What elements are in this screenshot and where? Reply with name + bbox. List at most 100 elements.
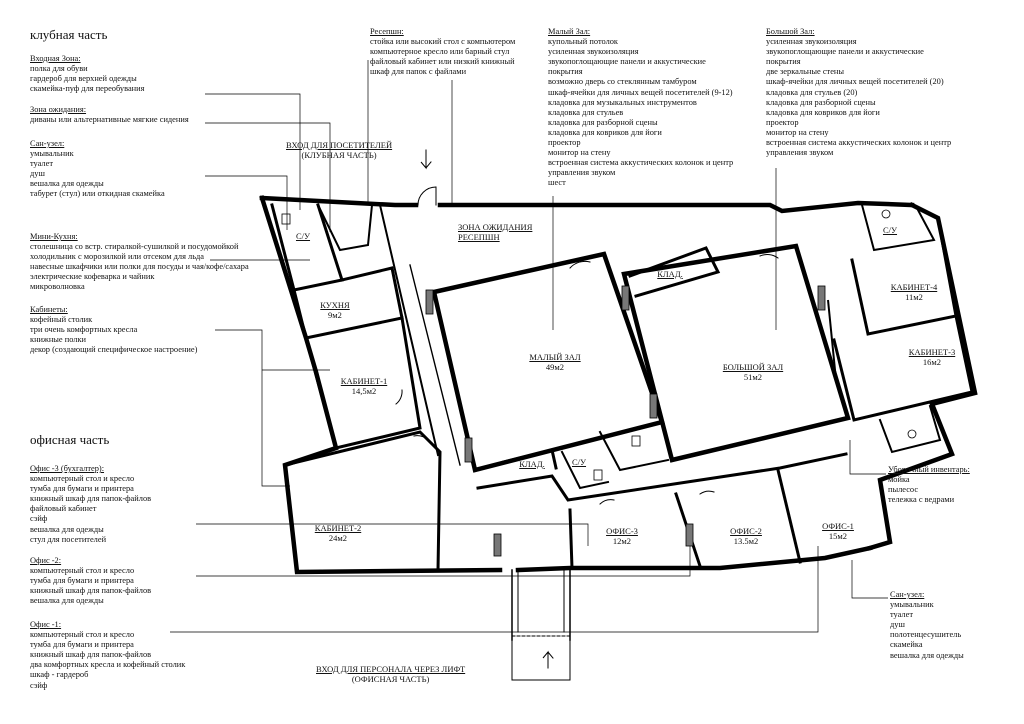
room-name: МАЛЫЙ ЗАЛ: [529, 352, 581, 362]
wc-fixture-5: [631, 435, 641, 447]
corridor-line-2: [409, 264, 461, 466]
legend-item: проектор: [548, 138, 581, 148]
club-part-heading: клубная часть: [30, 27, 108, 42]
room-office-2: ОФИС-2 13.5м2: [730, 526, 762, 546]
legend-item: шкаф-ячейки для личных вещей посетителей…: [548, 87, 733, 97]
legend-office3: Офис -3 (бухгалтер): компьютерный стол и…: [30, 464, 151, 545]
room-name: КАБИНЕТ-2: [314, 523, 362, 533]
leader-office2: [196, 546, 691, 577]
panel-big-1: [621, 285, 630, 311]
room-kitchen: КУХНЯ 9м2: [320, 300, 349, 320]
office-top-wall: [476, 452, 848, 502]
legend-item: компьютерное кресло или барный стул: [370, 47, 510, 57]
legend-item: компьютерный стол и кресло: [30, 474, 135, 484]
legend-item: полка для обуви: [30, 64, 88, 74]
legend-item: книжный шкаф для папок-файлов: [30, 494, 152, 504]
room-name: С/У: [882, 225, 898, 235]
room-name: С/У: [295, 231, 311, 241]
legend-reception: Ресепшн: стойка или высокий стол с компь…: [370, 27, 515, 77]
legend-cleaning: Уборочный инвентарь: мойка пылесос тележ…: [888, 465, 970, 505]
room-area: 15м2: [828, 531, 848, 541]
legend-waiting: Зона ожидания: диваны или альтернативные…: [30, 105, 189, 125]
legend-item: тумба для бумаги и принтера: [30, 484, 134, 494]
note-subtext: (КЛУБНАЯ ЧАСТЬ): [301, 150, 377, 160]
leader-cabinets: [215, 329, 290, 487]
cabinet2-wall: [283, 430, 442, 572]
wc-fixture-4: [593, 469, 603, 481]
legend-item: тумба для бумаги и принтера: [30, 640, 134, 650]
panel-small-3: [649, 393, 658, 419]
room-wc-office: С/У: [572, 457, 586, 467]
legend-item: компьютерный стол и кресло: [30, 566, 135, 576]
lift-box: [511, 639, 571, 681]
legend-item: вешалка для одежды: [30, 179, 104, 189]
outer-wall-top: [259, 195, 419, 208]
legend-title: Офис -3 (бухгалтер):: [30, 464, 105, 473]
legend-item: туалет: [30, 159, 53, 169]
legend-item: кладовка для разборной сцены: [548, 117, 658, 127]
legend-item: стойка или высокий стол с компьютером: [370, 37, 516, 47]
legend-item: умывальник: [30, 149, 74, 159]
leader-office3: [196, 523, 589, 546]
legend-item: шкаф-ячейки для личных вещей посетителей…: [766, 77, 944, 87]
legend-item: кладовка для стульев: [548, 107, 624, 117]
legend-entrance: Входная Зона: полка для обуви гардероб д…: [30, 54, 145, 94]
room-area: 16м2: [922, 357, 942, 367]
room-name: КАБИНЕТ-4: [890, 282, 938, 292]
legend-title: Малый Зал:: [548, 27, 591, 36]
room-cabinet-1: КАБИНЕТ-1 14,5м2: [341, 376, 387, 396]
legend-item: сэйф: [30, 514, 48, 524]
wc-fixture-3: [907, 429, 917, 439]
legend-item: декор (создающий специфическое настроени…: [30, 345, 198, 355]
legend-item: гардероб для верхней одежды: [30, 74, 137, 84]
legend-wc-club: Сан-узел: умывальник туалет душ вешалка …: [30, 139, 165, 200]
legend-wc-office: Сан-узел: умывальник туалет душ полотенц…: [890, 590, 964, 661]
legend-item: сэйф: [30, 680, 48, 690]
legend-item: туалет: [890, 610, 913, 620]
legend-item: мойка: [888, 475, 910, 485]
room-office-3: ОФИС-3 12м2: [606, 526, 638, 546]
legend-office1: Офис -1: компьютерный стол и кресло тумб…: [30, 620, 185, 691]
note-text: ВХОД ДЛЯ ПОСЕТИТЕЛЕЙ: [286, 140, 393, 150]
legend-item: стул для посетителей: [30, 534, 107, 544]
wc-club-wall: [270, 203, 344, 292]
legend-item: шкаф - гардероб: [30, 670, 89, 680]
legend-item: две зеркальные стены: [766, 67, 845, 77]
room-wc-right: С/У: [883, 225, 897, 235]
room-cabinet-3: КАБИНЕТ-3 16м2: [909, 347, 955, 367]
visitor-entry-arrow: [420, 149, 432, 170]
cabinet1-wall: [304, 316, 422, 450]
legend-item: кладовка для ковриков для йоги: [548, 127, 662, 137]
corridor-line-1: [378, 203, 440, 457]
door-cab2: [413, 435, 431, 443]
wc-right-2: [878, 404, 942, 454]
legend-item: покрытия: [548, 67, 583, 77]
wc-fixture-1: [281, 213, 291, 225]
mirror-wall: [827, 299, 837, 381]
note-text: ВХОД ДЛЯ ПЕРСОНАЛА ЧЕРЕЗ ЛИФТ: [316, 664, 466, 674]
legend-item: вешалка для одежды: [30, 524, 104, 534]
legend-title: Сан-узел:: [890, 590, 925, 599]
room-name: ОФИС-2: [730, 526, 762, 536]
legend-item: возможно дверь со стеклянным тамбуром: [548, 77, 697, 87]
room-area: 12м2: [612, 536, 632, 546]
legend-item: полотенцесушитель: [890, 630, 962, 640]
room-office-1: ОФИС-1 15м2: [822, 521, 854, 541]
legend-title: Сан-узел:: [30, 139, 65, 148]
legend-item: вешалка для одежды: [30, 596, 104, 606]
room-name: КУХНЯ: [320, 300, 350, 310]
legend-item: кладовка для ковриков для йоги: [766, 107, 880, 117]
door-big-hall: [759, 253, 779, 259]
waiting-zone-label: ЗОНА ОЖИДАНИЯ РЕСЕПШН: [458, 222, 532, 242]
room-cabinet-4: КАБИНЕТ-4 11м2: [891, 282, 937, 302]
klad-small-wall: [502, 448, 558, 470]
note-subtext: (ОФИСНАЯ ЧАСТЬ): [351, 674, 430, 684]
legend-item: монитор на стену: [548, 148, 611, 158]
legend-item: монитор на стену: [766, 127, 829, 137]
legend-item: встроенная система аккустических колонок…: [766, 138, 952, 148]
legend-item: покрытия: [766, 57, 801, 67]
legend-item: кладовка для музыкальных инструментов: [548, 97, 697, 107]
panel-small-1: [425, 289, 434, 315]
